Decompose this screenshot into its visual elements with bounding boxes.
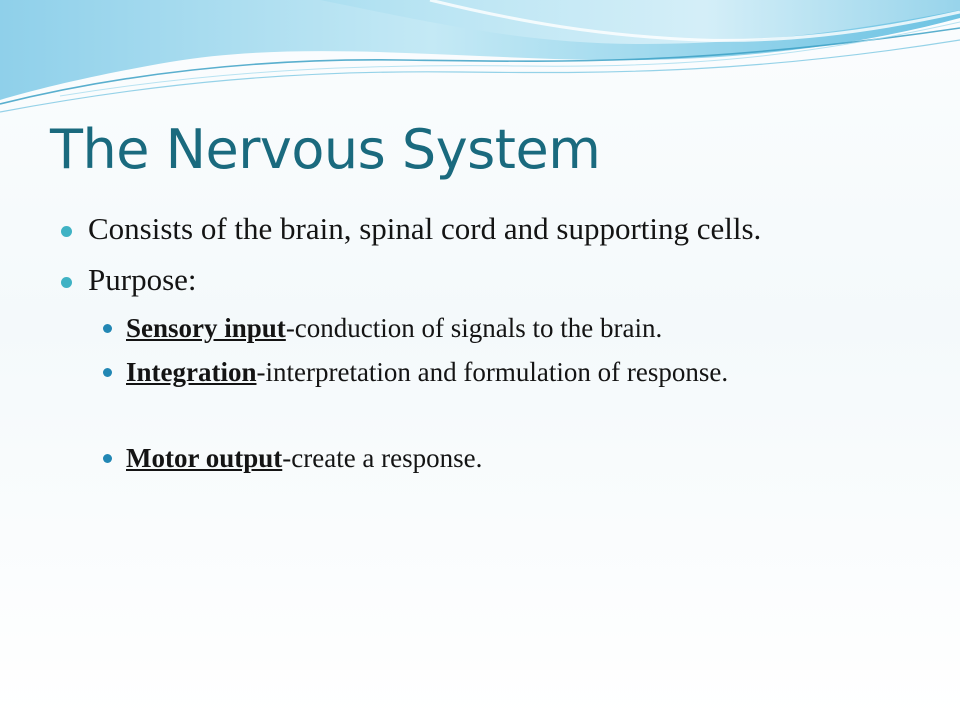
bullet-dot-icon xyxy=(61,226,72,237)
sub-bullet-text: -interpretation and formulation of respo… xyxy=(256,357,729,387)
sub-bullet-item: Motor output-create a response. xyxy=(103,439,483,478)
bullet-dot-icon xyxy=(61,277,72,288)
bullet-item: Purpose: xyxy=(61,262,197,298)
wave-line-2 xyxy=(0,39,960,113)
wave-line-1 xyxy=(0,27,960,105)
wave-line-3 xyxy=(59,21,960,97)
sub-bullet-dot-icon xyxy=(103,454,112,463)
bullet-text: Consists of the brain, spinal cord and s… xyxy=(88,211,762,246)
sub-bullet-term: Motor output xyxy=(126,443,283,473)
sub-bullet-term: Sensory input xyxy=(126,313,286,343)
decorative-wave-header xyxy=(0,0,960,113)
sub-bullet-text: -create a response. xyxy=(282,443,483,473)
sub-bullet-term: Integration xyxy=(126,357,257,387)
sub-bullet-text: -conduction of signals to the brain. xyxy=(285,313,663,343)
sub-bullet-dot-icon xyxy=(103,324,112,333)
slide-title: The Nervous System xyxy=(50,118,601,181)
sub-bullet-item: Integration-interpretation and formulati… xyxy=(103,353,806,392)
bullet-item: Consists of the brain, spinal cord and s… xyxy=(61,211,762,247)
bullet-text: Purpose: xyxy=(88,262,197,297)
wave-highlight xyxy=(429,0,960,42)
sub-bullet-item: Sensory input-conduction of signals to t… xyxy=(103,309,663,348)
sub-bullet-dot-icon xyxy=(103,368,112,377)
